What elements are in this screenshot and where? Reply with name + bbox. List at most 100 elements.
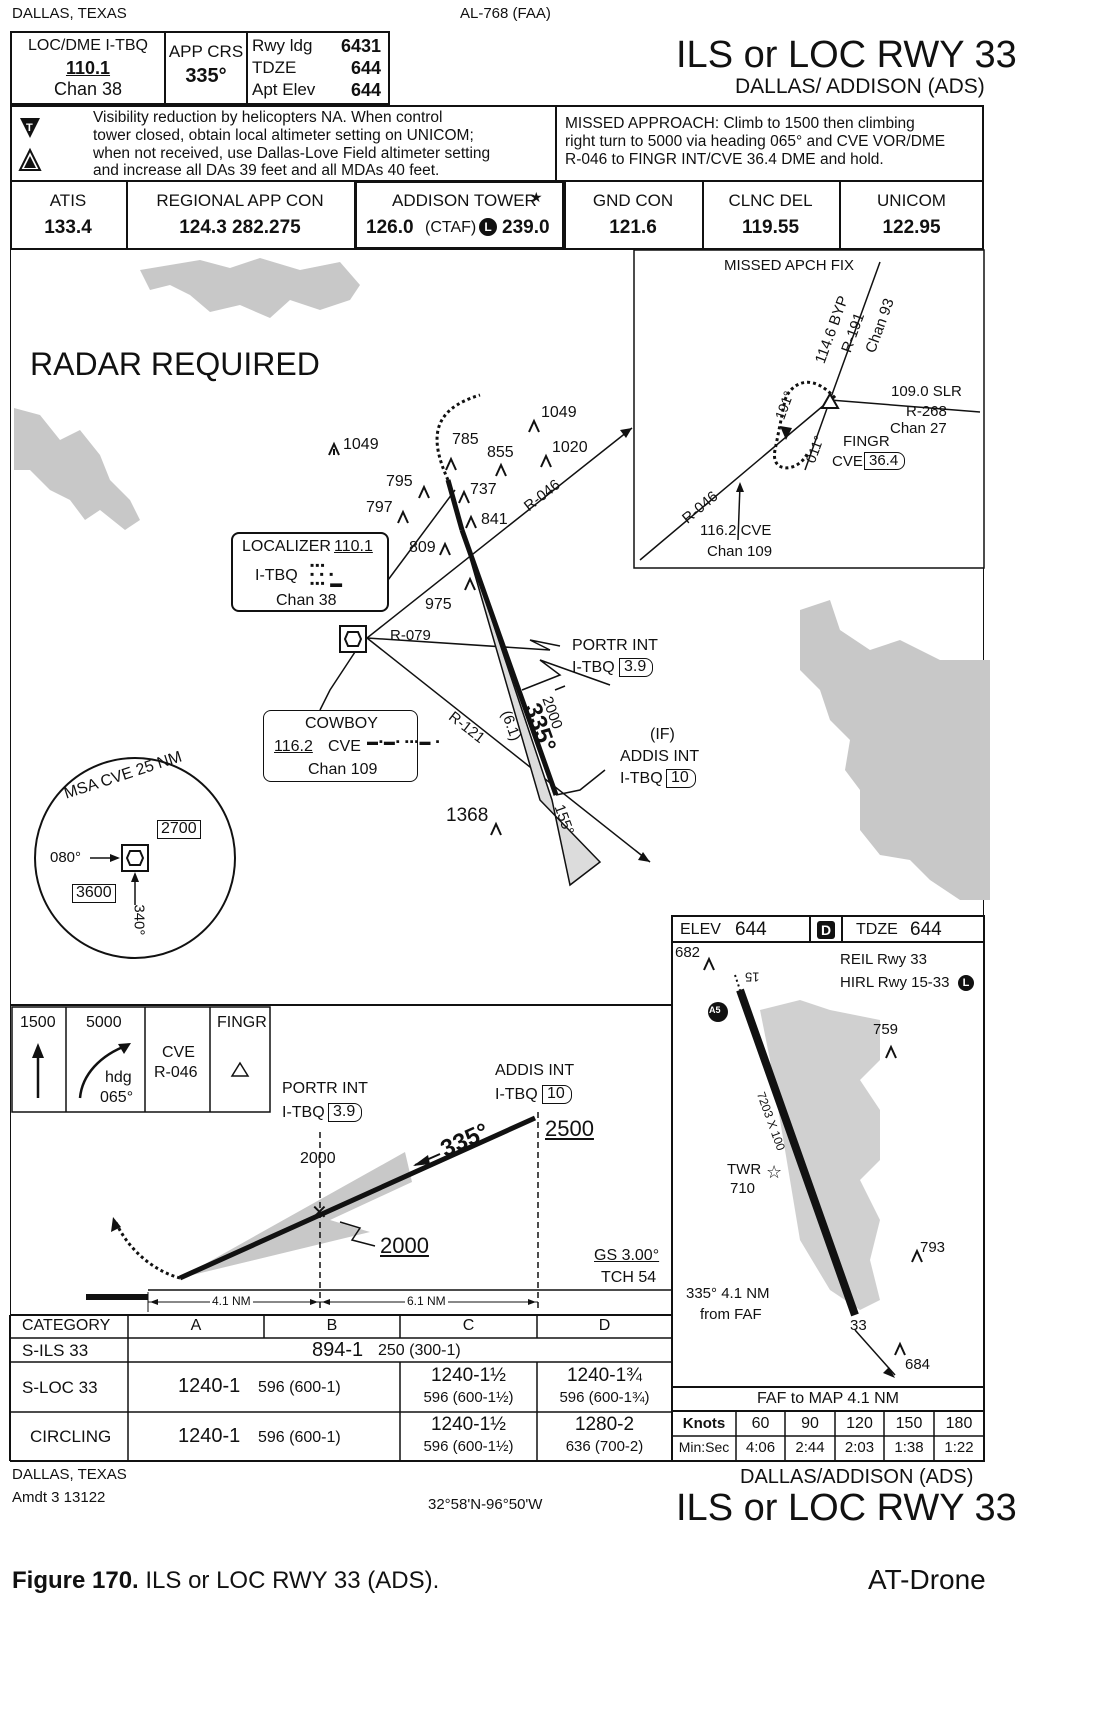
inset-title: MISSED APCH FIX (724, 257, 855, 274)
ad-tdze-value: 644 (910, 919, 942, 940)
missed-icons-box (11, 1006, 271, 1113)
obstacle-1020: 1020 (552, 439, 588, 456)
airport-name: DALLAS/ ADDISON (ADS) (735, 75, 985, 98)
ad-obst-684: 684 (905, 1356, 931, 1373)
tower-star-icon: ★ (530, 189, 543, 205)
rwy-ldg-label: Rwy ldg (252, 36, 313, 55)
timing-knots-180: 180 (945, 1415, 973, 1432)
inset-slr-radial: R-268 (906, 403, 947, 420)
localizer-feather (461, 529, 602, 887)
msa-brg-340: 340° (130, 904, 148, 936)
ad-reil: REIL Rwy 33 (840, 951, 927, 968)
l-badge-icon: L (479, 218, 497, 236)
radar-required: RADAR REQUIRED (30, 346, 320, 382)
icon2-hdg: hdg (105, 1069, 132, 1086)
profile-tch: TCH 54 (601, 1269, 657, 1286)
fingr-profile-icon (230, 1061, 250, 1077)
portr-name: PORTR INT (572, 637, 658, 654)
msa-vortac-icon (121, 844, 149, 872)
ad-tdze-label: TDZE (856, 921, 898, 938)
portr-dme: 3.9 (619, 658, 654, 677)
chart-id: AL-768 (FAA) (460, 5, 551, 22)
circ-d: 1280-2 (574, 1414, 635, 1435)
ad-elev-label: ELEV (680, 921, 721, 938)
fingr-triangle-icon (820, 391, 840, 409)
obstacle-737: 737 (470, 481, 497, 498)
radial-079-line (366, 637, 551, 651)
glideslope-line (178, 1115, 537, 1281)
glideslope-shade (180, 1152, 412, 1278)
missed-line2: right turn to 5000 via heading 065° and … (565, 133, 946, 150)
ad-rwy-15: 15 (745, 969, 760, 985)
sloc-d: 1240-1¾ (566, 1365, 642, 1386)
portr-id: I-TBQ (572, 659, 615, 676)
glideslope-intercept-icon: ✕ (311, 1202, 328, 1224)
footer-amdt: Amdt 3 13122 (12, 1489, 106, 1506)
profile-alt-2500: 2500 (545, 1116, 594, 1141)
loc-chan: Chan 38 (53, 79, 123, 99)
apt-elev-label: Apt Elev (252, 80, 316, 99)
figure-caption: Figure 170. ILS or LOC RWY 33 (ADS). (12, 1568, 439, 1593)
timing-time-90: 2:44 (795, 1439, 825, 1456)
timing-knots-label: Knots (682, 1415, 726, 1432)
obstacle-1049b: 1049 (541, 404, 577, 421)
runway-profile-bar (86, 1294, 148, 1300)
header-location: DALLAS, TEXAS (12, 5, 127, 22)
svg-text:T: T (26, 122, 33, 134)
icon2-hdg-val: 065° (100, 1089, 134, 1106)
comm-gnd-value: 121.6 (609, 217, 657, 238)
ad-rwy-33: 33 (850, 1317, 867, 1334)
profile-alt-2000: 2000 (380, 1233, 429, 1258)
radial-046-line (366, 427, 633, 639)
comm-atis-value: 133.4 (44, 217, 92, 238)
comm-unicom-label: UNICOM (877, 191, 946, 210)
profile-addis-dme: 10 (542, 1085, 572, 1104)
min-header-d: D (598, 1317, 611, 1334)
obstacle-1368: 1368 (446, 805, 489, 826)
timing-title: FAF to MAP 4.1 NM (757, 1390, 899, 1407)
circ-c: 1240-1½ (430, 1414, 506, 1435)
timing-knots-150: 150 (895, 1415, 923, 1432)
radial-079-label: R-079 (390, 627, 431, 644)
cowboy-box (263, 710, 418, 782)
inset-fingr-cve: CVE (832, 453, 863, 470)
radial-121-line (366, 637, 651, 863)
min-header-c: C (462, 1317, 475, 1334)
ad-twr-elev: 710 (730, 1180, 756, 1197)
tdze-label: TDZE (252, 58, 297, 77)
missed-line3: R-046 to FINGR INT/CVE 36.4 DME and hold… (565, 151, 884, 168)
min-header-b: B (326, 1317, 338, 1334)
profile-gs: GS 3.00° (594, 1247, 660, 1264)
apt-elev-value: 644 (350, 80, 381, 100)
profile-alt-2000-top: 2000 (300, 1150, 336, 1167)
app-crs-label: APP CRS (168, 42, 244, 61)
ad-faf-note2: from FAF (700, 1306, 762, 1323)
timing-knots-90: 90 (801, 1415, 819, 1432)
inset-slr-chan: Chan 27 (890, 420, 947, 437)
comm-atis-label: ATIS (49, 191, 87, 210)
rwy-ldg-value: 6431 (340, 36, 381, 56)
info-box (10, 31, 390, 105)
ad-faf-note1: 335° 4.1 NM (686, 1285, 770, 1302)
tower-box (354, 180, 565, 250)
obstacle-841: 841 (481, 511, 508, 528)
profile-addis-id: I-TBQ (495, 1086, 538, 1103)
cowboy-vortac-icon (339, 625, 367, 653)
obstacle-symbols (328, 418, 552, 836)
addis-dme: 10 (666, 769, 696, 788)
inset-fingr-dme: 36.4 (864, 452, 906, 470)
cowboy-freq: 116.2 (274, 738, 313, 755)
comm-tower-label: ADDISON TOWER (392, 191, 537, 210)
comm-gnd-label: GND CON (592, 191, 674, 210)
obstacle-797: 797 (366, 499, 393, 516)
addis-id: I-TBQ (620, 770, 663, 787)
addis-name: ADDIS INT (620, 748, 700, 765)
localizer-label: LOCALIZER (242, 538, 331, 555)
localizer-morse: ▪▪▪▪ ▪ ▪▪▪▪ ▬ (310, 558, 344, 590)
comm-app-label: REGIONAL APP CON (156, 191, 324, 210)
localizer-chan: Chan 38 (276, 592, 337, 609)
figure-caption-text: ILS or LOC RWY 33 (ADS). (138, 1567, 440, 1594)
obstacle-809: 809 (409, 539, 436, 556)
ad-obst-793: 793 (920, 1239, 946, 1256)
profile-dist2: 6.1 NM (405, 1294, 448, 1308)
